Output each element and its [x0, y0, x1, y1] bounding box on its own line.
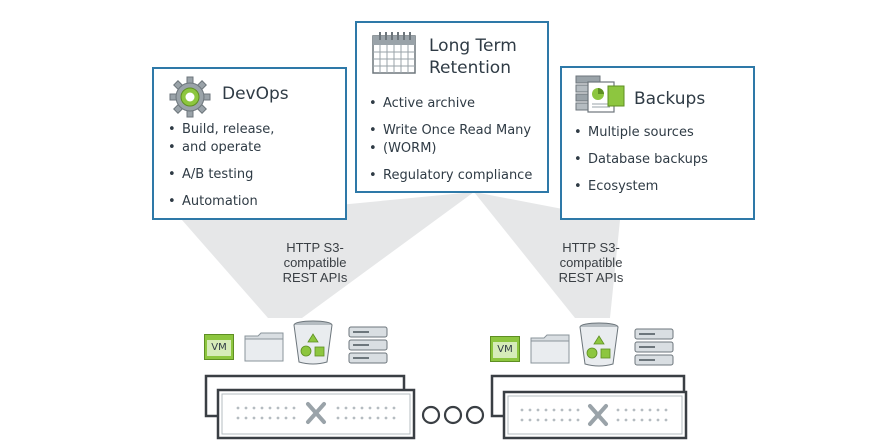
- left-funnel: [182, 192, 474, 318]
- api-label-right-line3: REST APIs: [558, 270, 624, 285]
- devops-card: DevOps Build, release, and operate A/B t…: [152, 67, 347, 220]
- api-label-right-line2: compatible: [559, 255, 623, 270]
- devops-bullet-3: Automation: [168, 193, 343, 211]
- api-label-left-line2: compatible: [283, 255, 347, 270]
- right-funnel: [474, 192, 620, 318]
- gear-icon: [169, 76, 211, 118]
- backups-bullet-3: Ecosystem: [574, 178, 754, 196]
- retention-title-line2: Retention: [429, 58, 511, 78]
- vm-icon: VM: [204, 334, 234, 360]
- bucket-icon: [579, 322, 619, 367]
- devops-bullet-2: A/B testing: [168, 166, 343, 184]
- ellipsis-icon: [421, 405, 485, 425]
- vm-icon-label: VM: [207, 340, 231, 356]
- api-label-right-line1: HTTP S3-: [562, 240, 620, 255]
- backups-bullet-list: Multiple sources Database backups Ecosys…: [574, 124, 754, 205]
- server-stack-icon: [634, 328, 674, 366]
- api-label-left-line1: HTTP S3-: [286, 240, 344, 255]
- retention-bullet-list: Active archive Write Once Read Many (WOR…: [369, 95, 549, 194]
- retention-title: Long Term Retention: [429, 35, 517, 79]
- devops-bullet-list: Build, release, and operate A/B testing …: [168, 121, 343, 220]
- devops-bullet-1-cont: and operate: [168, 139, 343, 157]
- calendar-icon: [372, 32, 416, 74]
- folder-icon: [530, 334, 570, 364]
- nutanix-x-logo-icon: [306, 402, 326, 424]
- retention-bullet-2-cont: (WORM): [369, 140, 549, 158]
- left-cluster-icons: VM: [200, 320, 400, 366]
- retention-card: Long Term Retention Active archive Write…: [355, 21, 549, 193]
- folder-icon: [244, 332, 284, 362]
- backups-card: Backups Multiple sources Database backup…: [560, 66, 755, 220]
- devops-bullet-1: Build, release,: [168, 121, 343, 139]
- api-label-left-line3: REST APIs: [282, 270, 348, 285]
- backups-bullet-1: Multiple sources: [574, 124, 754, 142]
- retention-title-line1: Long Term: [429, 36, 517, 56]
- api-label-right: HTTP S3- compatible REST APIs: [536, 240, 646, 285]
- server-stack-icon: [348, 326, 388, 364]
- backups-bullet-2: Database backups: [574, 151, 754, 169]
- right-cluster-icons: VM: [486, 320, 686, 367]
- vm-icon-label: VM: [493, 342, 517, 358]
- left-server-nodes: [204, 374, 416, 440]
- backups-title: Backups: [634, 89, 706, 109]
- api-label-left: HTTP S3- compatible REST APIs: [260, 240, 370, 285]
- vm-icon: VM: [490, 336, 520, 362]
- devops-title: DevOps: [222, 84, 289, 104]
- database-chart-icon: [575, 75, 625, 113]
- retention-bullet-3: Regulatory compliance: [369, 167, 549, 185]
- retention-bullet-2: Write Once Read Many: [369, 122, 549, 140]
- right-server-nodes: [490, 374, 688, 440]
- bucket-icon: [293, 320, 333, 365]
- nutanix-x-logo-icon: [588, 404, 608, 426]
- retention-bullet-1: Active archive: [369, 95, 549, 113]
